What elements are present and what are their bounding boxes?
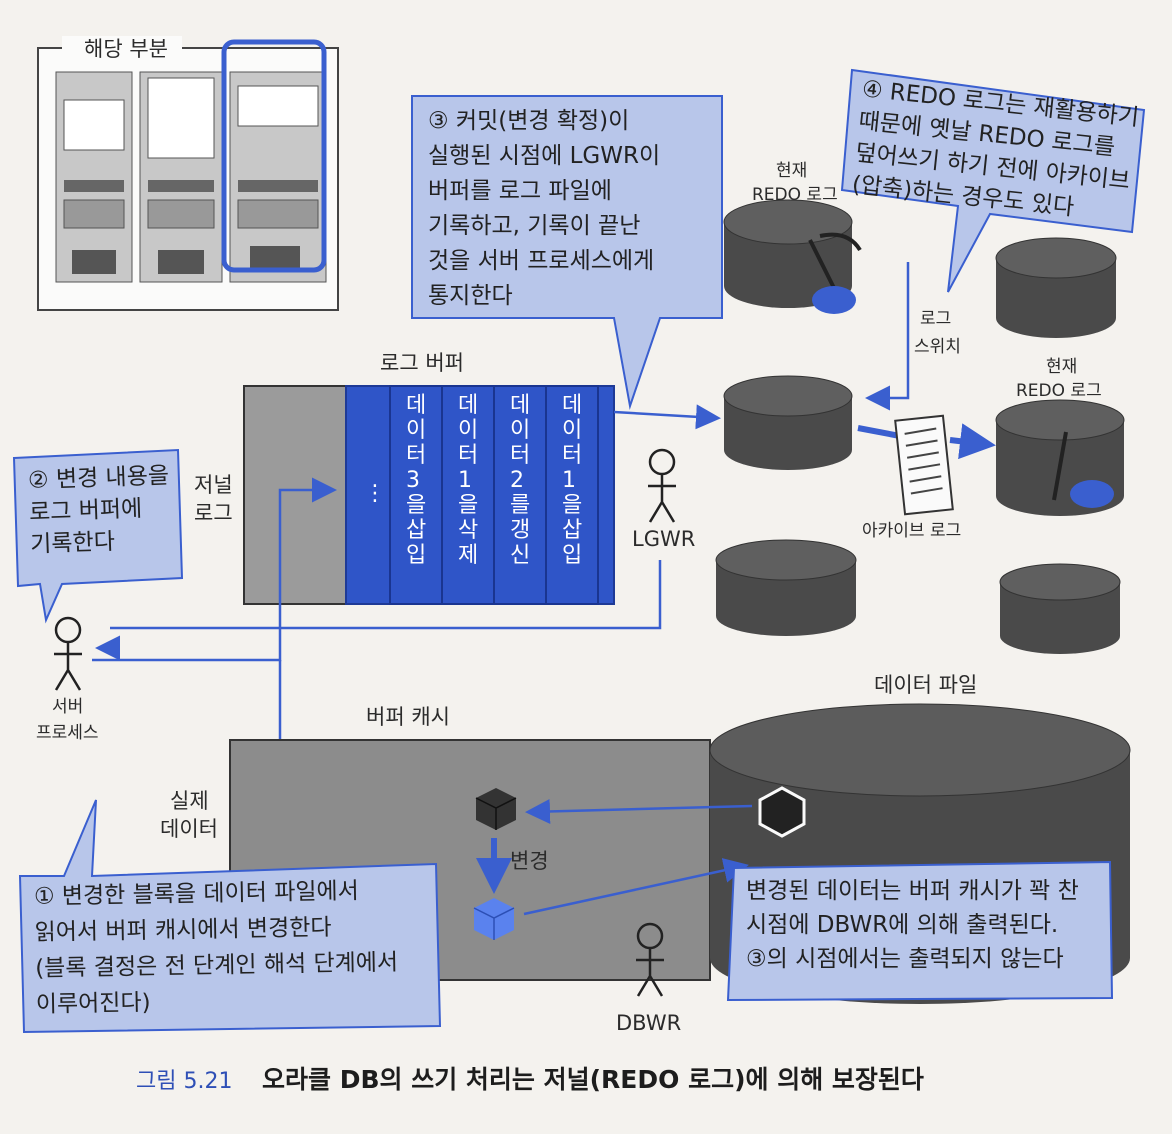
callout-line: 읽어서 버퍼 캐시에서 변경한다 bbox=[34, 915, 331, 946]
log-entry-glyph: 데 bbox=[510, 393, 530, 418]
log-entry-glyph: 이 bbox=[458, 418, 478, 443]
dbwr-label: DBWR bbox=[616, 1011, 681, 1035]
caption-number: 그림 5.21 bbox=[136, 1069, 232, 1094]
archive-log-document bbox=[895, 416, 953, 515]
server-label-1: 서버 bbox=[52, 697, 83, 717]
log-entry-glyph: 터 bbox=[458, 443, 478, 468]
redo-log-groups: 현재 REDO 로그 현재 REDO 로그 bbox=[716, 161, 1124, 654]
log-entry-glyph: 터 bbox=[562, 443, 582, 468]
log-entry-glyph: 3 bbox=[406, 468, 420, 493]
callout-log-buffer: ② 변경 내용을로그 버퍼에기록한다 bbox=[14, 450, 182, 620]
current-redo-label-top-1: 현재 bbox=[776, 161, 807, 181]
log-entry-glyph: 를 bbox=[510, 493, 530, 518]
log-entry-glyph: 삽 bbox=[562, 518, 582, 543]
callout-line: 로그 버퍼에 bbox=[29, 496, 143, 526]
callout-line: ③의 시점에서는 출력되지 않는다 bbox=[746, 946, 1064, 972]
log-entry-glyph: 데 bbox=[562, 393, 582, 418]
archive-log-label: 아카이브 로그 bbox=[862, 521, 961, 541]
log-entry-glyph: 이 bbox=[510, 418, 530, 443]
current-redo-label-top-2: REDO 로그 bbox=[752, 185, 838, 205]
thumbnail-column bbox=[230, 72, 326, 282]
callout-line: 기록하고, 기록이 끝난 bbox=[428, 213, 640, 239]
callout-dbwr: 변경된 데이터는 버퍼 캐시가 꽉 찬시점에 DBWR에 의해 출력된다. ③의 … bbox=[728, 862, 1112, 1000]
journal-label-2: 로그 bbox=[194, 501, 233, 525]
log-entry-glyph: 입 bbox=[562, 543, 582, 568]
log-entry-glyph: 터 bbox=[406, 443, 426, 468]
lgwr-label: LGWR bbox=[632, 527, 695, 551]
callout-line: 시점에 DBWR에 의해 출력된다. bbox=[746, 912, 1058, 938]
log-entry-glyph: 을 bbox=[406, 493, 426, 518]
log-entry-glyph: 터 bbox=[510, 443, 530, 468]
buffer-cache-title: 버퍼 캐시 bbox=[366, 705, 450, 729]
log-entry-glyph: 삭 bbox=[458, 518, 478, 543]
callout-line: 것을 서버 프로세스에게 bbox=[428, 248, 654, 274]
current-redo-label-right-2: REDO 로그 bbox=[1016, 381, 1102, 401]
log-buffer-ellipsis: ⋮ bbox=[364, 481, 386, 506]
actual-data-label-1: 실제 bbox=[170, 789, 209, 813]
log-entry-glyph: 1 bbox=[458, 468, 472, 493]
log-entry-glyph: 신 bbox=[510, 543, 530, 568]
callout-dbwr-text: 변경된 데이터는 버퍼 캐시가 꽉 찬시점에 DBWR에 의해 출력된다. ③의 … bbox=[746, 878, 1079, 972]
thumbnail-label: 해당 부분 bbox=[84, 37, 168, 61]
callout-line: 변경된 데이터는 버퍼 캐시가 꽉 찬 bbox=[746, 878, 1079, 904]
caption-text: 오라클 DB의 쓰기 처리는 저널(REDO 로그)에 의해 보장된다 bbox=[262, 1065, 924, 1094]
actual-data-label-2: 데이터 bbox=[160, 817, 218, 841]
thumbnail-column bbox=[56, 72, 132, 282]
redo-log-cylinder bbox=[996, 238, 1116, 338]
log-entry-glyph: 을 bbox=[458, 493, 478, 518]
log-entry-glyph: 삽 bbox=[406, 518, 426, 543]
current-redo-label-right-1: 현재 bbox=[1046, 357, 1077, 377]
log-entry-glyph: 데 bbox=[406, 393, 426, 418]
log-entry-glyph: 이 bbox=[406, 418, 426, 443]
redo-log-cylinder bbox=[996, 400, 1124, 516]
journal-label-1: 저널 bbox=[194, 473, 233, 497]
log-entry-glyph: 데 bbox=[458, 393, 478, 418]
callout-line: 버퍼를 로그 파일에 bbox=[428, 178, 612, 204]
log-entry-glyph: 갱 bbox=[510, 518, 530, 543]
log-entry-glyph: 입 bbox=[406, 543, 426, 568]
redo-log-cylinder bbox=[716, 540, 856, 636]
server-process-actor: 서버 프로세스 bbox=[36, 618, 99, 743]
log-entry-glyph: 제 bbox=[458, 543, 478, 568]
callout-line: 이루어진다) bbox=[36, 990, 151, 1018]
redo-log-cylinder bbox=[724, 376, 852, 470]
redo-log-cylinder bbox=[1000, 564, 1120, 654]
callout-line: 통지한다 bbox=[428, 283, 513, 309]
overview-thumbnail: 해당 부분 bbox=[38, 36, 338, 310]
change-label: 변경 bbox=[510, 849, 549, 873]
log-switch-label-2: 스위치 bbox=[914, 337, 961, 357]
figure-caption: 그림 5.21 오라클 DB의 쓰기 처리는 저널(REDO 로그)에 의해 보… bbox=[136, 1065, 924, 1094]
callout-line: 기록한다 bbox=[30, 529, 115, 558]
lgwr-actor: LGWR bbox=[632, 450, 695, 551]
callout-line: ③ 커밋(변경 확정)이 bbox=[428, 108, 629, 134]
log-switch-label-1: 로그 bbox=[920, 309, 951, 329]
callout-line: 실행된 시점에 LGWR이 bbox=[428, 143, 660, 169]
log-buffer-title: 로그 버퍼 bbox=[380, 351, 464, 375]
data-block bbox=[760, 788, 804, 836]
log-entry-glyph: 을 bbox=[562, 493, 582, 518]
redo-log-cylinder bbox=[724, 200, 860, 314]
server-label-2: 프로세스 bbox=[36, 723, 99, 743]
thumbnail-column bbox=[140, 72, 222, 282]
data-file-title: 데이터 파일 bbox=[874, 673, 977, 697]
log-buffer: 로그 버퍼 저널 로그 ⋮ 데이터3을삽입데이터1을삭제데이터2를갱신데이터1을… bbox=[194, 351, 614, 604]
log-entry-glyph: 2 bbox=[510, 468, 524, 493]
log-entry-glyph: 1 bbox=[562, 468, 576, 493]
callout-line: ② 변경 내용을 bbox=[28, 463, 170, 494]
log-entry-glyph: 이 bbox=[562, 418, 582, 443]
